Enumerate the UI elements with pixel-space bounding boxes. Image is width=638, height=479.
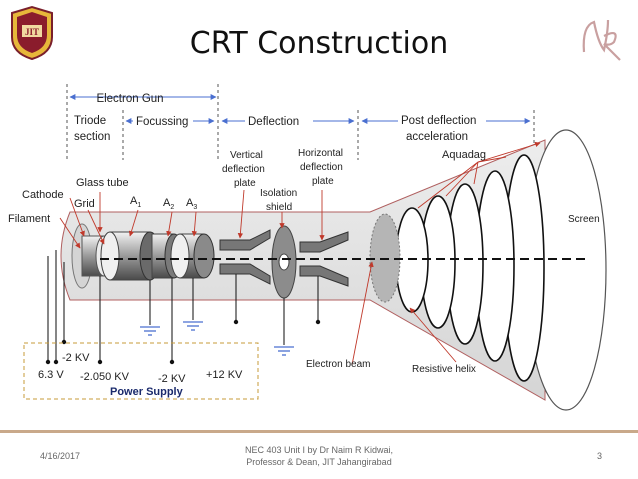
horizontal-plate-label-1: Horizontal	[298, 148, 343, 159]
vertical-plate-label-3: plate	[234, 178, 256, 189]
footer-page-number: 3	[596, 451, 602, 461]
lead-wires	[47, 250, 319, 362]
voltage-minus-2050kv: -2.050 KV	[80, 371, 130, 383]
footer-author-line-1: NEC 403 Unit I by Dr Naim R Kidwai,	[244, 445, 394, 455]
nr-monogram-logo	[582, 19, 621, 61]
slide-title: CRT Construction	[189, 26, 449, 61]
deflection-label: Deflection	[248, 116, 299, 128]
post-deflection-label-2: acceleration	[406, 131, 468, 143]
screen-label: Screen	[568, 214, 600, 225]
horizontal-deflection-plates	[299, 231, 349, 287]
post-deflection-label-1: Post deflection	[401, 115, 476, 127]
acceleration-rings	[395, 154, 545, 382]
grid-label: Grid	[74, 198, 95, 210]
power-supply-box	[23, 342, 259, 400]
isolation-shield-label-1: Isolation	[260, 188, 297, 199]
grid-anode-a1	[100, 231, 161, 281]
cathode-label: Cathode	[22, 189, 64, 201]
voltage-minus-2kv: -2 KV	[158, 373, 186, 385]
vertical-plate-label-2: deflection	[222, 164, 265, 175]
glass-tube-label: Glass tube	[76, 177, 129, 189]
isolation-shield	[271, 225, 297, 299]
triode-label-1: Triode	[74, 115, 106, 127]
voltage-plus-12kv: +12 KV	[206, 369, 243, 381]
horizontal-plate-label-3: plate	[312, 176, 334, 187]
jit-logo: JIT	[11, 5, 53, 60]
footer-author: NEC 403 Unit I by Dr Naim R Kidwai, Prof…	[200, 444, 438, 468]
resistive-helix-label: Resistive helix	[412, 364, 476, 375]
footer-author-line-2: Professor & Dean, JIT Jahangirabad	[246, 457, 392, 467]
focussing-label: Focussing	[136, 116, 188, 128]
pointer-lines	[59, 141, 541, 366]
logo-text: JIT	[25, 27, 39, 37]
isolation-shield-label-2: shield	[266, 202, 292, 213]
filament-label: Filament	[8, 213, 50, 225]
electron-beam-label: Electron beam	[306, 359, 370, 370]
vertical-deflection-plates	[219, 229, 271, 285]
electron-gun-label: Electron Gun	[96, 93, 163, 105]
anode-a3	[170, 233, 215, 279]
aquadag-label: Aquadag	[442, 149, 486, 161]
triode-label-2: section	[74, 131, 110, 143]
power-supply-label: Power Supply	[110, 386, 184, 398]
anode-a3-label: A3	[186, 197, 197, 211]
ground-symbols	[140, 321, 294, 356]
footer-date: 4/16/2017	[40, 451, 81, 461]
horizontal-plate-label-2: deflection	[300, 162, 343, 173]
crt-diagram: Electron Gun Triode section Focussing De…	[8, 84, 607, 411]
anode-a2-label: A2	[163, 197, 174, 211]
anode-a1-label: A1	[130, 195, 141, 209]
voltage-minus-2kv-top: -2 KV	[62, 352, 90, 364]
section-dividers	[66, 84, 535, 160]
voltage-6-3v: 6.3 V	[38, 369, 64, 381]
footer-rule	[0, 430, 638, 433]
vertical-plate-label-1: Vertical	[230, 150, 263, 161]
